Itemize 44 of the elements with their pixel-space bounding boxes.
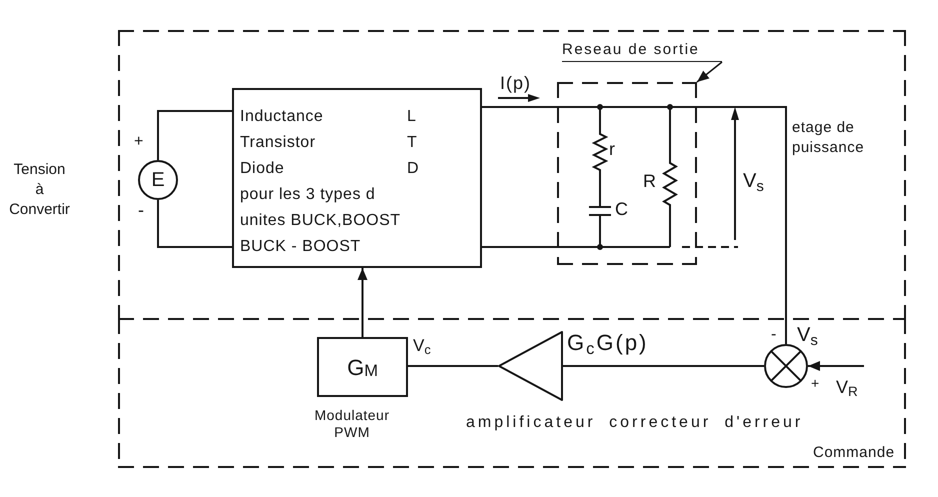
node-caption: amplificateur correcteur d'erreur bbox=[466, 413, 804, 433]
arrow bbox=[808, 361, 864, 371]
component-symbol: L bbox=[407, 107, 416, 127]
summing-junction bbox=[764, 344, 808, 388]
output-network-box bbox=[557, 82, 697, 265]
component-label: C bbox=[615, 198, 628, 220]
polarity-sign: - bbox=[138, 201, 144, 219]
modulator-block: G$_{M}$ bbox=[317, 337, 408, 397]
description-text: pour les 3 types d unites BUCK,BOOST BUCK - BOOST bbox=[240, 185, 402, 257]
side-caption: Tension à Convertir bbox=[8, 160, 71, 220]
wire bbox=[563, 365, 764, 367]
wire bbox=[482, 106, 557, 108]
voltage-source: E bbox=[138, 160, 178, 200]
amplifier-triangle bbox=[498, 331, 563, 401]
node-caption: Modulateur PWM bbox=[313, 407, 391, 441]
signal-label: V$_{R}$ bbox=[836, 376, 858, 398]
component-name: Transistor bbox=[240, 133, 316, 153]
wire bbox=[157, 200, 232, 248]
leader-line bbox=[696, 61, 722, 83]
component-name: Inductance bbox=[240, 107, 324, 127]
component-label: r bbox=[609, 138, 615, 160]
signal-label: V$_{s}$ bbox=[797, 323, 818, 348]
polarity-sign: + bbox=[134, 133, 144, 151]
polarity-sign: + bbox=[811, 375, 820, 391]
network-title: Reseau de sortie bbox=[562, 40, 722, 62]
region-label: Commande bbox=[813, 443, 895, 463]
signal-label: V$_{c}$ bbox=[413, 335, 431, 357]
transfer-function-label: G$_{c}$G(p) bbox=[567, 329, 648, 357]
voltage-label: V$_{s}$ bbox=[743, 169, 764, 194]
component-symbol: T bbox=[407, 133, 418, 153]
component-name: Diode bbox=[240, 159, 284, 179]
component-symbol: D bbox=[407, 159, 420, 179]
arrow bbox=[358, 268, 368, 337]
converter-block bbox=[232, 88, 482, 268]
wire bbox=[697, 106, 787, 344]
wire bbox=[157, 110, 232, 160]
polarity-sign: - bbox=[771, 326, 776, 344]
wire bbox=[408, 365, 498, 367]
wire bbox=[482, 246, 557, 248]
dashed-region bbox=[118, 318, 906, 468]
current-label: I(p) bbox=[500, 72, 531, 94]
dashed-region bbox=[118, 30, 906, 318]
region-label: etage de puissance bbox=[792, 118, 866, 158]
component-label: R bbox=[643, 170, 656, 192]
